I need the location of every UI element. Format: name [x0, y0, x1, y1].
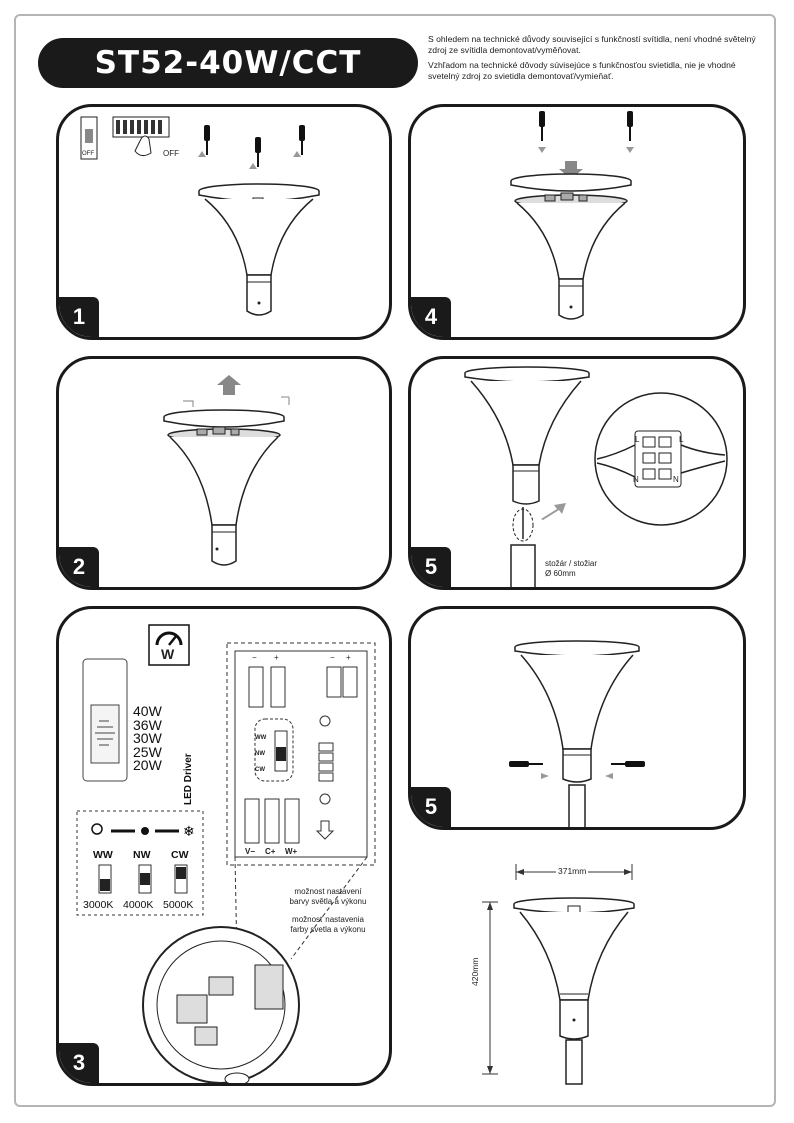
off-label: OFF	[163, 149, 179, 158]
step-4-illustration	[510, 111, 634, 320]
arrow-icon	[541, 503, 566, 520]
screwdriver-icon	[611, 761, 645, 767]
note-czech: možnost nastavení barvy světla a výkonu	[289, 887, 367, 906]
terminal-c-plus: C+	[265, 847, 276, 856]
step-1-badge: 1	[59, 297, 99, 337]
step-2-panel: 2	[56, 356, 392, 590]
screwdriver-icon	[627, 111, 633, 141]
step-2-badge: 2	[59, 547, 99, 587]
screwdriver-icon	[204, 125, 210, 155]
power-level: 30W	[133, 730, 162, 746]
step-5-badge: 5	[411, 547, 451, 587]
snowflake-icon: ❄	[183, 824, 195, 840]
product-title: ST52-40W/CCT	[38, 38, 418, 88]
step-5-screws-panel: 5	[408, 606, 746, 830]
terminal-v-minus: V−	[245, 847, 256, 856]
terminal-label-n: N	[633, 475, 639, 484]
power-level: 25W	[133, 743, 162, 760]
power-level: 20W	[133, 757, 162, 773]
step-3-panel: ❄ 40W 36W 30W 25W 20W W LED Driver − + −…	[56, 606, 392, 1086]
screwdriver-icon	[299, 125, 305, 155]
sun-icon	[91, 823, 103, 835]
step-5-wiring-panel: L L N N stožár / stožiar Ø 60mm 5	[408, 356, 746, 590]
step-5-screws-illustration	[509, 640, 645, 827]
step-3-badge: 3	[59, 1043, 99, 1083]
pole-label: stožár / stožiar	[545, 559, 598, 568]
step-1-illustration	[80, 116, 320, 316]
up-arrow-icon	[217, 375, 241, 395]
step-5-wiring-illustration	[464, 366, 728, 587]
terminal-plus: +	[346, 653, 351, 662]
down-arrow-icon	[315, 820, 335, 840]
screwdriver-icon	[509, 761, 543, 767]
step-4-panel: 4	[408, 104, 746, 340]
step-2-illustration	[163, 375, 290, 566]
off-label: OFF	[82, 151, 94, 157]
pole-diameter: Ø 60mm	[545, 569, 576, 578]
switch-mark: CW	[255, 767, 265, 773]
terminal-label-l: L	[679, 435, 684, 444]
notice-block: S ohledem na technické důvody souvisejíc…	[428, 34, 768, 86]
note-slovak: možnosť nastavenia farby svetla a výkonu	[290, 915, 366, 934]
height-dimension: 420mm	[470, 955, 480, 988]
led-driver-label: LED Driver	[183, 753, 194, 805]
cct-value: 5000K	[163, 899, 194, 911]
terminal-w-plus: W+	[285, 847, 298, 856]
cct-value: 4000K	[123, 899, 154, 911]
down-arrow-icon	[559, 161, 583, 179]
switch-mark: NW	[255, 751, 265, 757]
power-level: 40W	[133, 703, 162, 719]
terminal-plus: +	[274, 653, 279, 662]
power-levels: 40W 36W 30W 25W 20W	[133, 703, 162, 773]
notice-czech: S ohledem na technické důvody souvisejíc…	[428, 34, 756, 55]
switch-mark: WW	[255, 735, 267, 741]
screwdriver-icon	[255, 137, 261, 167]
step-5-badge: 5	[411, 787, 451, 827]
notice-slovak: Vzhľadom na technické dôvody súvisejúce …	[428, 60, 736, 81]
cct-label-ww: WW	[93, 849, 113, 861]
step-3-illustration: ❄	[76, 624, 376, 1083]
terminal-minus: −	[252, 653, 257, 662]
width-dimension: 371mm	[556, 866, 589, 876]
cct-value: 3000K	[83, 899, 114, 911]
step-4-badge: 4	[411, 297, 451, 337]
terminal-label-l: L	[635, 435, 640, 444]
power-level: 36W	[133, 716, 162, 733]
step-1-panel: OFF OFF 1	[56, 104, 392, 340]
terminal-minus: −	[330, 653, 335, 662]
cct-label-nw: NW	[133, 849, 151, 861]
screwdriver-icon	[539, 111, 545, 141]
terminal-label-n: N	[673, 475, 679, 484]
watt-icon-letter: W	[161, 646, 175, 662]
cct-label-cw: CW	[171, 849, 189, 861]
